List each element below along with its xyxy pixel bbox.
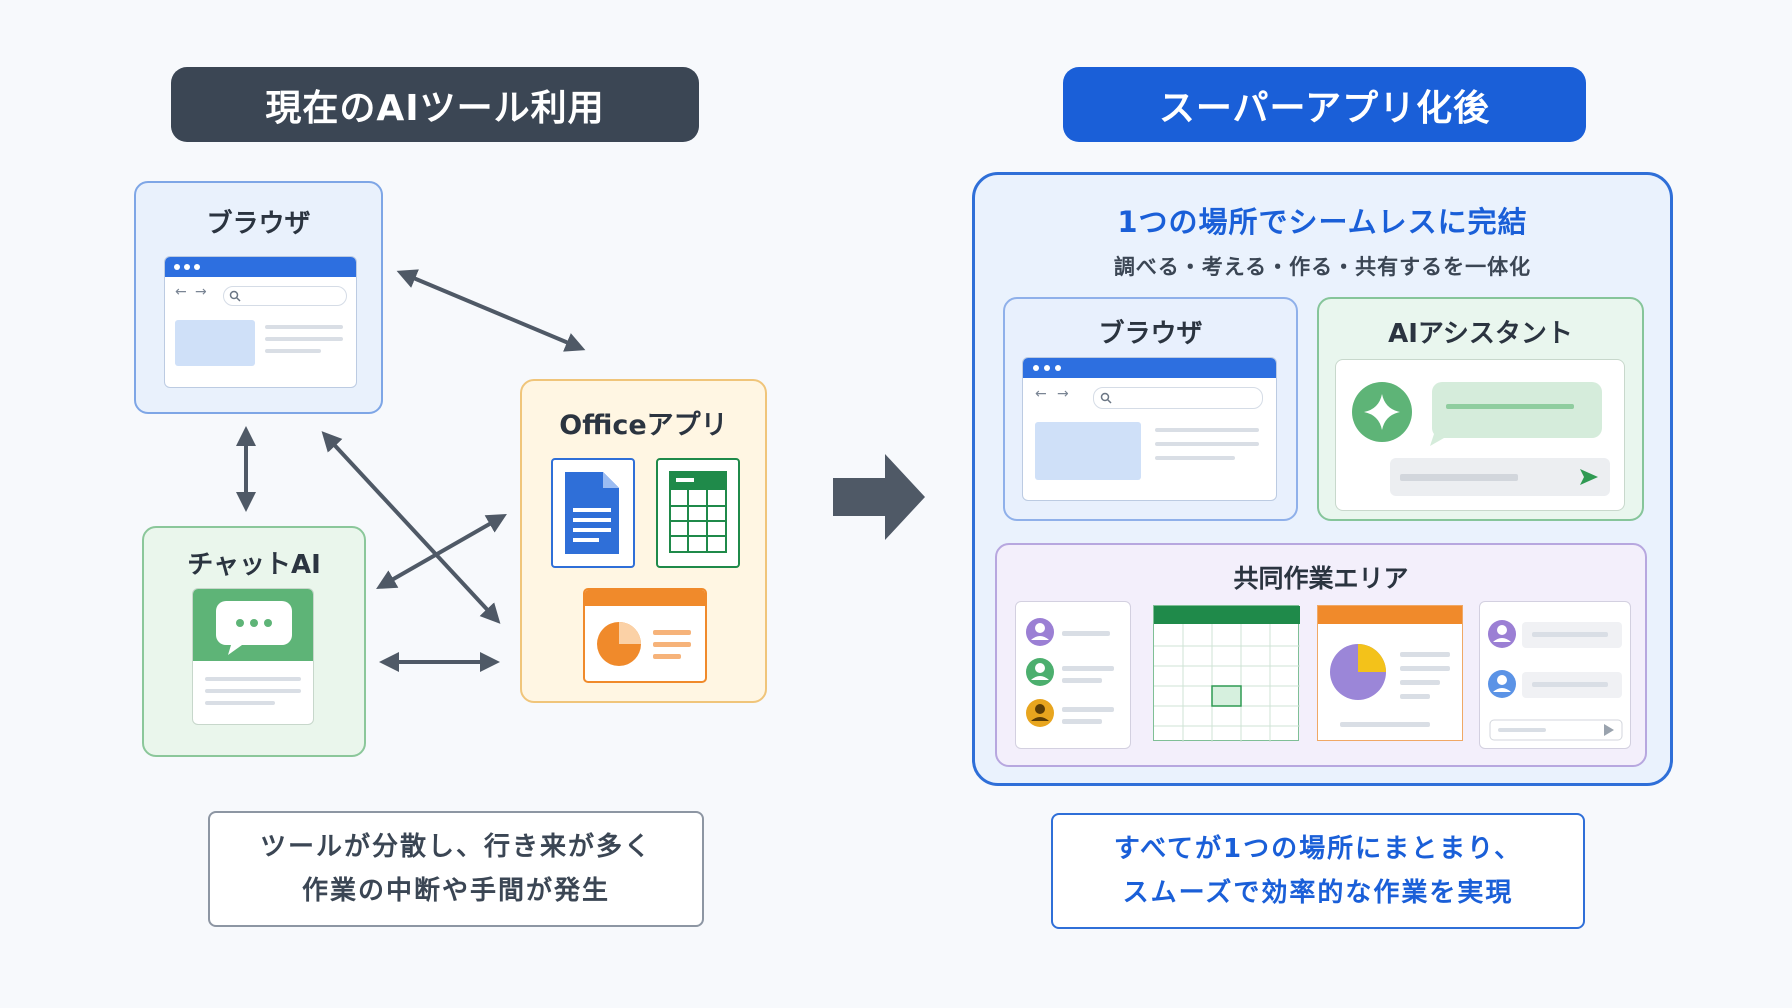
send-icon	[1580, 469, 1598, 485]
back-arrow-icon: ←	[1035, 386, 1047, 402]
avatar	[1026, 699, 1054, 727]
window-dot	[1033, 365, 1039, 371]
window-dot	[1055, 365, 1061, 371]
forward-arrow-icon: →	[1057, 386, 1069, 402]
forward-arrow-icon: →	[195, 284, 207, 300]
current-usage-header-text: 現在のAIツール利用	[265, 87, 605, 129]
text-line	[1155, 456, 1235, 460]
text-line	[205, 677, 301, 681]
image-placeholder	[1035, 422, 1141, 480]
office-apps-card: Officeアプリ	[520, 379, 767, 703]
chat-window-icon	[192, 588, 314, 725]
chat-ai-card-label: チャットAI	[187, 550, 321, 580]
spreadsheet-icon	[656, 458, 740, 568]
browser-title-bar	[165, 257, 356, 277]
ai-assistant-card: AIアシスタント	[1317, 297, 1644, 521]
spreadsheet-grid	[1154, 606, 1300, 742]
arrow-browser-office	[396, 269, 586, 352]
browser-card-label: ブラウザ	[206, 209, 311, 239]
member-list-panel	[1015, 601, 1131, 749]
transition-arrow-icon	[833, 454, 925, 540]
collaboration-area-card: 共同作業エリア	[995, 543, 1647, 767]
super-app-caption-line2: スムーズで効率的な作業を実現	[1122, 878, 1514, 908]
text-line	[265, 337, 343, 341]
super-app-panel-subtitle: 調べる・考える・作る・共有するを一体化	[1113, 255, 1532, 279]
avatar	[1488, 620, 1516, 648]
avatar	[1488, 670, 1516, 698]
text-line	[1155, 442, 1259, 446]
ai-chat-window	[1335, 359, 1625, 511]
integrated-browser-label: ブラウザ	[1098, 319, 1203, 349]
shared-presentation-icon	[1317, 605, 1463, 741]
spreadsheet-glyph	[669, 471, 727, 553]
comment-thread-panel	[1479, 601, 1631, 749]
text-line	[265, 325, 343, 329]
window-dot	[184, 264, 190, 270]
document-icon	[551, 458, 635, 568]
avatar	[1026, 658, 1054, 686]
back-arrow-icon: ←	[175, 284, 187, 300]
presentation-icon	[583, 588, 707, 683]
address-bar	[223, 286, 347, 306]
super-app-header: スーパーアプリ化後	[1063, 67, 1586, 142]
avatar	[1026, 618, 1054, 646]
super-app-caption: すべてが1つの場所にまとまり、 スムーズで効率的な作業を実現	[1051, 813, 1585, 929]
sparkle-icon	[1352, 382, 1412, 442]
image-placeholder	[175, 320, 255, 366]
browser-window-icon: ← →	[164, 256, 357, 388]
chat-ai-card: チャットAI	[142, 526, 366, 757]
current-usage-caption-line1: ツールが分散し、行き来が多く	[259, 832, 652, 862]
super-app-panel: 1つの場所でシームレスに完結 調べる・考える・作る・共有するを一体化 ブラウザ …	[972, 172, 1673, 786]
input-placeholder-line	[1400, 474, 1518, 481]
document-glyph	[565, 472, 619, 554]
arrow-chat-office-cross	[376, 514, 507, 589]
assistant-message-bubble	[1430, 382, 1602, 446]
address-bar	[1093, 387, 1263, 409]
text-line	[1155, 428, 1259, 432]
super-app-header-text: スーパーアプリ化後	[1158, 87, 1491, 129]
window-dot	[1044, 365, 1050, 371]
current-usage-header: 現在のAIツール利用	[171, 67, 699, 142]
browser-window-icon: ← →	[1022, 357, 1277, 501]
text-line	[205, 689, 301, 693]
ai-assistant-label: AIアシスタント	[1388, 319, 1573, 349]
browser-card: ブラウザ ← →	[134, 181, 383, 414]
integrated-browser-card: ブラウザ ← →	[1003, 297, 1298, 521]
ai-input-bar	[1390, 458, 1610, 496]
slide-header-bar	[585, 590, 705, 606]
super-app-caption-line1: すべてが1つの場所にまとまり、	[1113, 834, 1523, 864]
chat-bubble-icon	[216, 601, 292, 655]
shared-spreadsheet-icon	[1153, 605, 1300, 742]
search-icon	[229, 290, 241, 302]
text-line	[205, 701, 275, 705]
text-line	[265, 349, 321, 353]
current-usage-caption-line2: 作業の中断や手間が発生	[301, 876, 610, 906]
window-dot	[174, 264, 180, 270]
office-apps-card-label: Officeアプリ	[559, 410, 728, 441]
collaboration-area-label: 共同作業エリア	[1233, 564, 1409, 593]
current-usage-caption: ツールが分散し、行き来が多く 作業の中断や手間が発生	[208, 811, 704, 927]
search-icon	[1100, 392, 1112, 404]
browser-title-bar	[1023, 358, 1276, 378]
super-app-panel-title: 1つの場所でシームレスに完結	[1117, 205, 1528, 239]
pie-chart-glyph	[597, 622, 691, 666]
comment-thread	[1488, 620, 1623, 741]
member-avatars	[1026, 618, 1114, 727]
presentation-chart	[1318, 606, 1462, 727]
window-dot	[194, 264, 200, 270]
